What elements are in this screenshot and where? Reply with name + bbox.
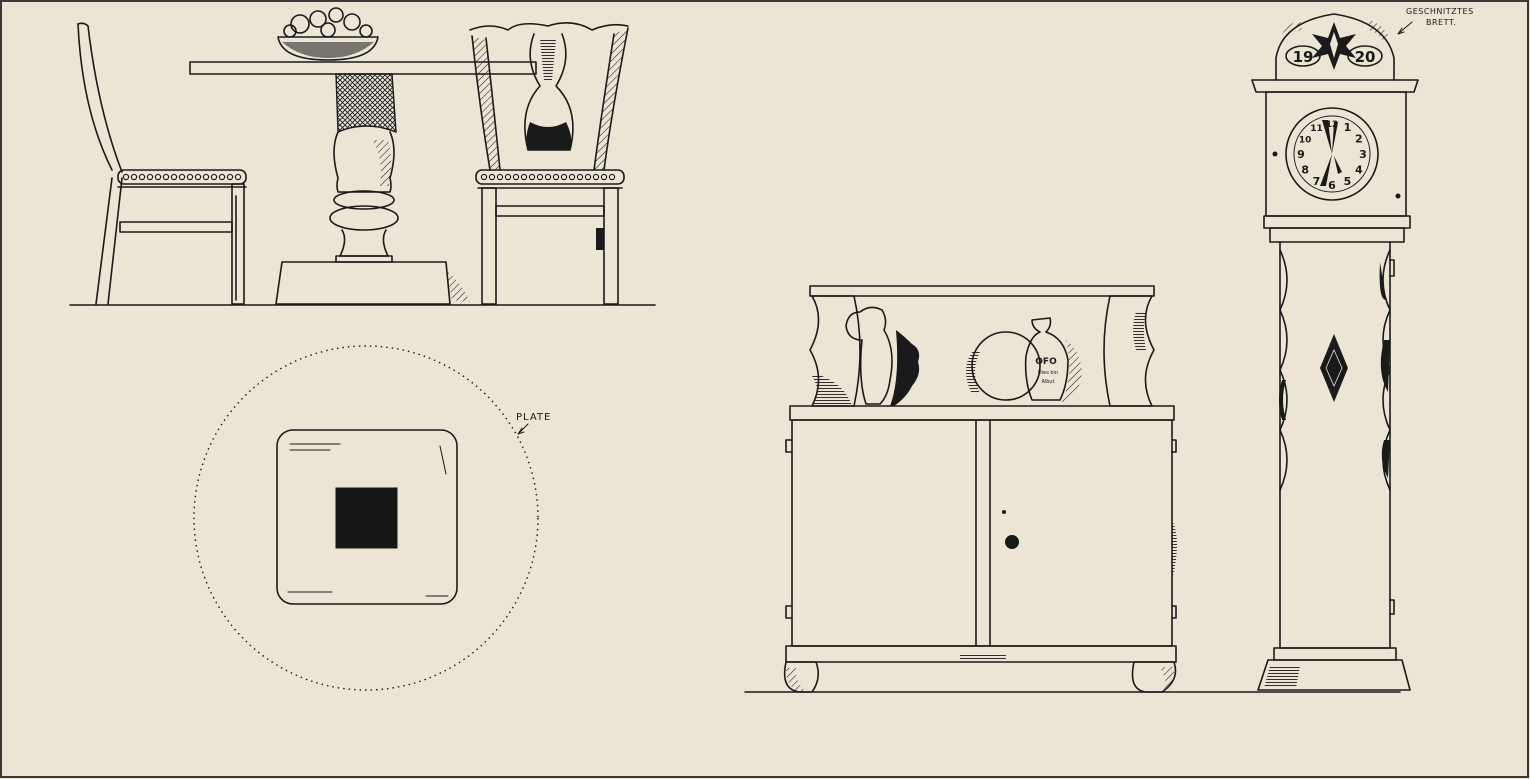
clock-numeral: 5: [1344, 175, 1352, 188]
nailhead: [544, 173, 552, 181]
nailhead: [504, 173, 512, 181]
jug-inscription-line3: Albut: [1041, 379, 1054, 385]
plate-outline-dotted: [193, 345, 539, 691]
nailhead: [210, 173, 218, 181]
nailhead: [608, 173, 616, 181]
clock-numeral: 1: [1344, 121, 1352, 134]
year-left: 19: [1293, 48, 1314, 66]
left-chair: [77, 22, 247, 305]
pedestal-base-square: [276, 429, 458, 605]
clock-numeral: 12: [1326, 120, 1339, 130]
nailhead: [488, 173, 496, 181]
dining-set-elevation: [69, 7, 656, 306]
nailhead: [178, 173, 186, 181]
nailhead: [480, 173, 488, 181]
nailhead: [186, 173, 194, 181]
nailhead: [592, 173, 600, 181]
clock-numeral: 4: [1355, 164, 1363, 177]
nailhead: [536, 173, 544, 181]
table-plan-view: PLATE: [193, 345, 551, 691]
right-chair-nailheads: [480, 173, 616, 181]
nailhead: [162, 173, 170, 181]
round-table: [189, 7, 537, 305]
nailhead: [600, 173, 608, 181]
jug-left: [845, 306, 920, 406]
right-chair: [469, 22, 629, 305]
nailhead: [170, 173, 178, 181]
nailhead: [584, 173, 592, 181]
clock-numeral: 8: [1301, 164, 1309, 177]
fruit-bowl: [277, 7, 379, 61]
pedestal-post-square: [335, 487, 398, 549]
jug-inscription-line2: Dies bin: [1038, 370, 1058, 376]
clock-numeral: 11: [1310, 124, 1323, 134]
nailhead: [226, 173, 234, 181]
nailhead: [122, 173, 130, 181]
left-chair-nailheads: [122, 173, 242, 181]
clock-numeral: 10: [1299, 136, 1312, 146]
nailhead: [552, 173, 560, 181]
clock-numeral: 9: [1297, 148, 1305, 161]
nailhead: [154, 173, 162, 181]
nailhead: [138, 173, 146, 181]
nailhead: [130, 173, 138, 181]
nailhead: [512, 173, 520, 181]
year-right: 20: [1355, 48, 1376, 66]
plate-and-jug: OFO Dies bin Albut: [966, 317, 1082, 402]
nailhead: [496, 173, 504, 181]
clock-numeral: 6: [1328, 179, 1336, 192]
nailhead: [576, 173, 584, 181]
nailhead: [202, 173, 210, 181]
nailhead: [560, 173, 568, 181]
nailhead: [520, 173, 528, 181]
nailhead: [194, 173, 202, 181]
carved-board-label-line2: BRETT.: [1426, 18, 1456, 27]
jug-inscription-line1: OFO: [1035, 357, 1057, 367]
nailhead: [146, 173, 154, 181]
carved-board-label-line1: GESCHNITZTES: [1406, 7, 1474, 16]
nailhead: [528, 173, 536, 181]
plate-label: PLATE: [516, 412, 551, 423]
nailhead: [218, 173, 226, 181]
carved-crest: [1275, 13, 1395, 81]
sideboard-elevation: OFO Dies bin Albut: [744, 285, 1401, 693]
clock-numeral: 2: [1355, 133, 1363, 146]
nailhead: [234, 173, 242, 181]
clock-numeral: 3: [1359, 148, 1367, 161]
nailhead: [568, 173, 576, 181]
clock-numeral: 7: [1313, 175, 1321, 188]
